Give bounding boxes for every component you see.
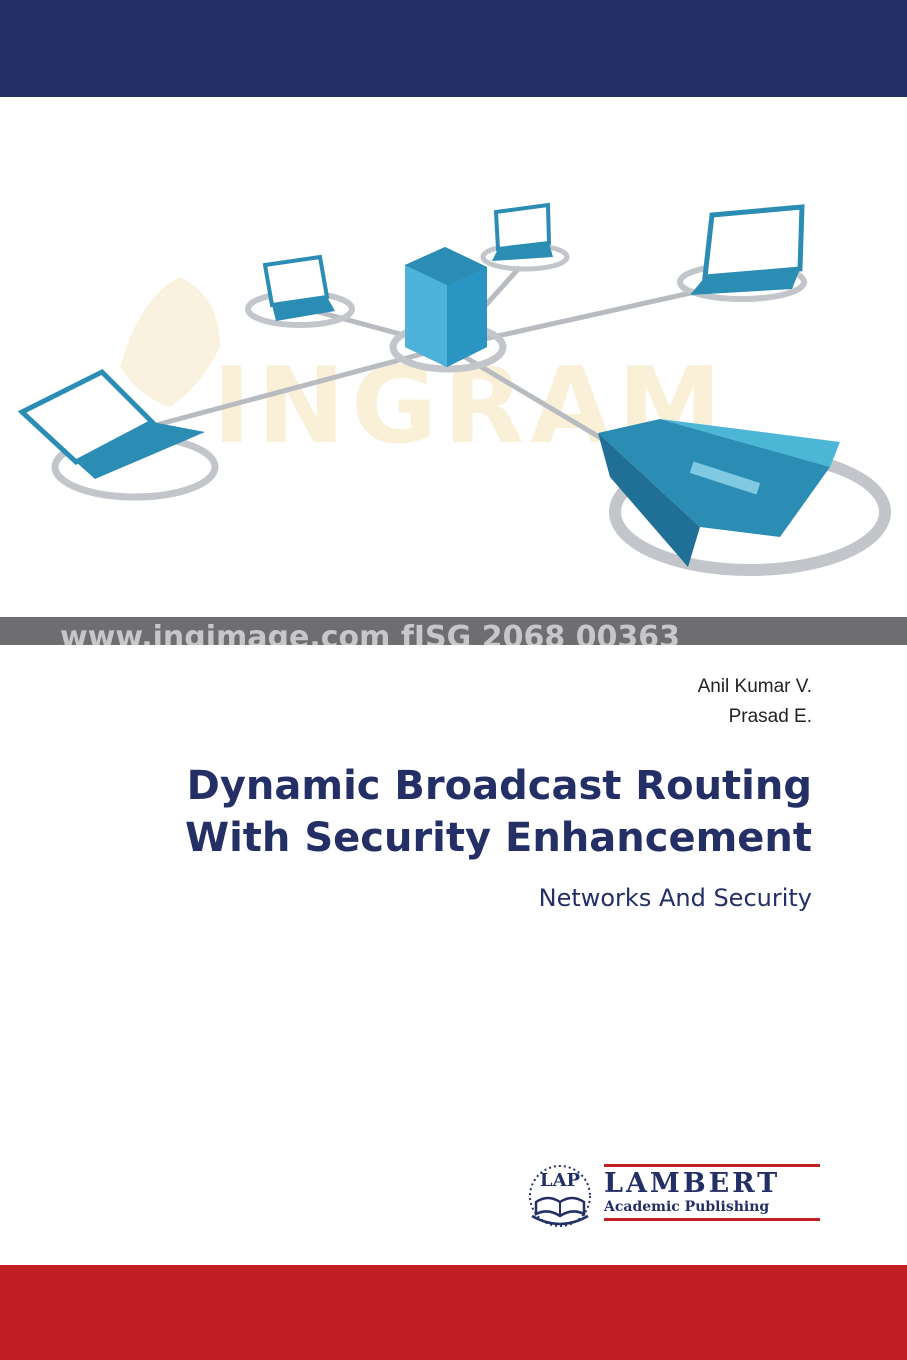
bottom-color-band bbox=[0, 1265, 907, 1360]
publisher-name: LAMBERT bbox=[604, 1168, 781, 1199]
laptop-icon bbox=[598, 419, 840, 567]
book-subtitle: Networks And Security bbox=[538, 884, 812, 912]
watermark-logo-icon bbox=[120, 277, 220, 407]
book-title-line: Dynamic Broadcast Routing bbox=[186, 763, 812, 809]
author-name: Anil Kumar V. bbox=[697, 676, 812, 697]
top-color-band bbox=[0, 0, 907, 97]
laptop-icon bbox=[262, 254, 335, 321]
server-icon bbox=[405, 247, 487, 367]
publisher-logo: LAP LAMBERT Academic Publishing bbox=[522, 1158, 822, 1230]
publisher-wordmark: LAMBERT Academic Publishing bbox=[604, 1164, 820, 1221]
laptop-icon bbox=[492, 202, 553, 261]
divider bbox=[604, 1218, 820, 1221]
divider bbox=[604, 1164, 820, 1167]
author-list: Anil Kumar V. Prasad E. bbox=[698, 672, 812, 732]
image-strip-text: www.ingimage.com fISG 2068 00363 bbox=[60, 620, 680, 645]
lap-emblem-text: LAP bbox=[540, 1170, 581, 1191]
cover-illustration: INGRAM bbox=[0, 97, 907, 645]
book-title-line: With Security Enhancement bbox=[184, 815, 812, 861]
open-book-icon: LAP bbox=[529, 1165, 591, 1227]
laptop-icon bbox=[17, 368, 205, 479]
laptop-icon bbox=[690, 204, 805, 295]
book-title: Dynamic Broadcast Routing With Security … bbox=[52, 760, 812, 864]
publisher-subline: Academic Publishing bbox=[604, 1199, 770, 1215]
author-name: Prasad E. bbox=[728, 706, 812, 727]
